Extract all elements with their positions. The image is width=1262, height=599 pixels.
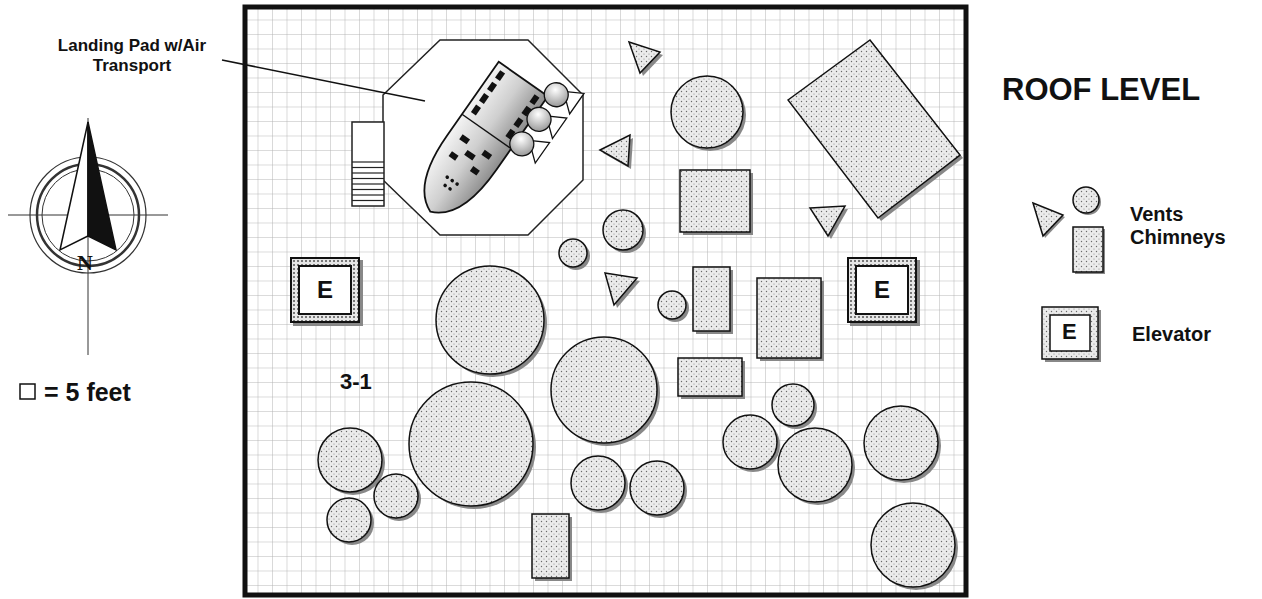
elevator-box: E	[290, 257, 360, 323]
air-transport	[406, 43, 584, 245]
compass-letter: N	[77, 250, 93, 275]
elevator-box: E	[847, 257, 917, 323]
map-grid	[243, 5, 968, 597]
vents-chimneys	[318, 40, 963, 590]
landing-pad	[383, 40, 583, 235]
legend-samples	[1033, 187, 1105, 362]
legend-text: Vents Chimneys	[1130, 203, 1240, 249]
elevator-letter: E	[855, 265, 909, 315]
leader-line	[222, 60, 425, 101]
callout-label: Landing Pad w/Air Transport	[42, 36, 222, 75]
elevator-letter: E	[298, 265, 352, 315]
map-title: ROOF LEVEL	[1002, 72, 1200, 108]
compass-rose	[8, 118, 168, 355]
stairs	[352, 122, 384, 206]
map-border	[245, 7, 966, 595]
area-number: 3-1	[340, 369, 372, 394]
legend-text: Elevator	[1132, 323, 1211, 346]
scale-square	[20, 384, 35, 399]
scale-label: = 5 feet	[44, 378, 131, 407]
legend-letter: E	[1062, 319, 1077, 344]
